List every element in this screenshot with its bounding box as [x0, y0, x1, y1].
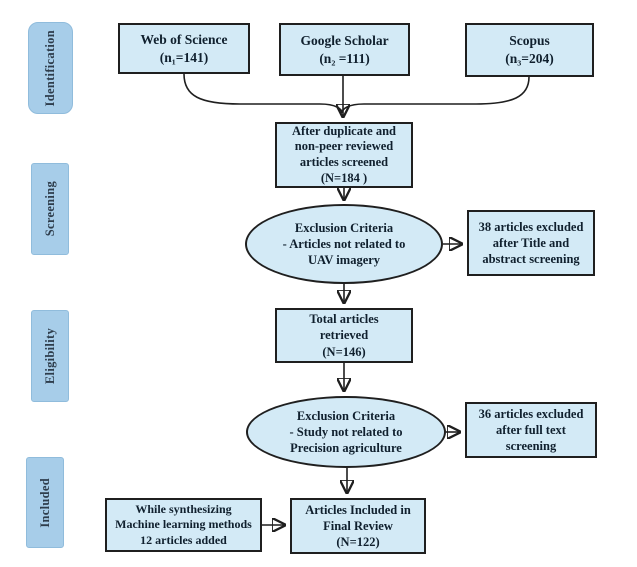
node-exclusion-criteria-2-text: Exclusion Criteria - Study not related t…: [289, 408, 403, 456]
node-exclusion-criteria-1-text: Exclusion Criteria - Articles not relate…: [282, 220, 406, 268]
connector-wos-to-merge: [183, 73, 343, 114]
node-web-of-science-text: Web of Science (n₁=141): [140, 31, 228, 65]
node-final-review: Articles Included in Final Review (N=122…: [290, 498, 426, 554]
node-excluded-38: 38 articles excluded after Title and abs…: [467, 210, 595, 276]
node-excluded-36: 36 articles excluded after full text scr…: [465, 402, 597, 458]
node-exclusion-criteria-2: Exclusion Criteria - Study not related t…: [246, 396, 446, 468]
node-total-retrieved: Total articles retrieved (N=146): [275, 308, 413, 363]
node-google-scholar: Google Scholar (n₂ =111): [279, 23, 410, 76]
stage-screening-label: Screening: [42, 181, 57, 237]
node-total-retrieved-text: Total articles retrieved (N=146): [309, 312, 379, 359]
stage-identification-label: Identification: [43, 29, 57, 107]
stage-eligibility-label: Eligibility: [42, 327, 57, 385]
node-scopus: Scopus (n₃=204): [465, 23, 594, 77]
node-synthesizing-added: While synthesizing Machine learning meth…: [105, 498, 262, 552]
node-exclusion-criteria-1: Exclusion Criteria - Articles not relate…: [245, 204, 443, 284]
node-excluded-36-text: 36 articles excluded after full text scr…: [478, 406, 584, 454]
node-scopus-text: Scopus (n₃=204): [505, 33, 554, 66]
stage-screening: Screening: [31, 163, 69, 255]
node-web-of-science: Web of Science (n₁=141): [118, 23, 250, 74]
node-final-review-text: Articles Included in Final Review (N=122…: [305, 502, 411, 550]
stage-included: Included: [26, 457, 64, 548]
node-synthesizing-added-text: While synthesizing Machine learning meth…: [115, 501, 252, 547]
node-duplicates-screened: After duplicate and non-peer reviewed ar…: [275, 122, 413, 188]
connector-scopus-to-merge: [341, 76, 530, 114]
node-google-scholar-text: Google Scholar (n₂ =111): [300, 32, 389, 66]
stage-included-label: Included: [37, 477, 52, 528]
node-excluded-38-text: 38 articles excluded after Title and abs…: [478, 219, 584, 267]
stage-eligibility: Eligibility: [31, 310, 69, 402]
node-duplicates-screened-text: After duplicate and non-peer reviewed ar…: [292, 123, 396, 185]
stage-identification: Identification: [28, 22, 73, 114]
